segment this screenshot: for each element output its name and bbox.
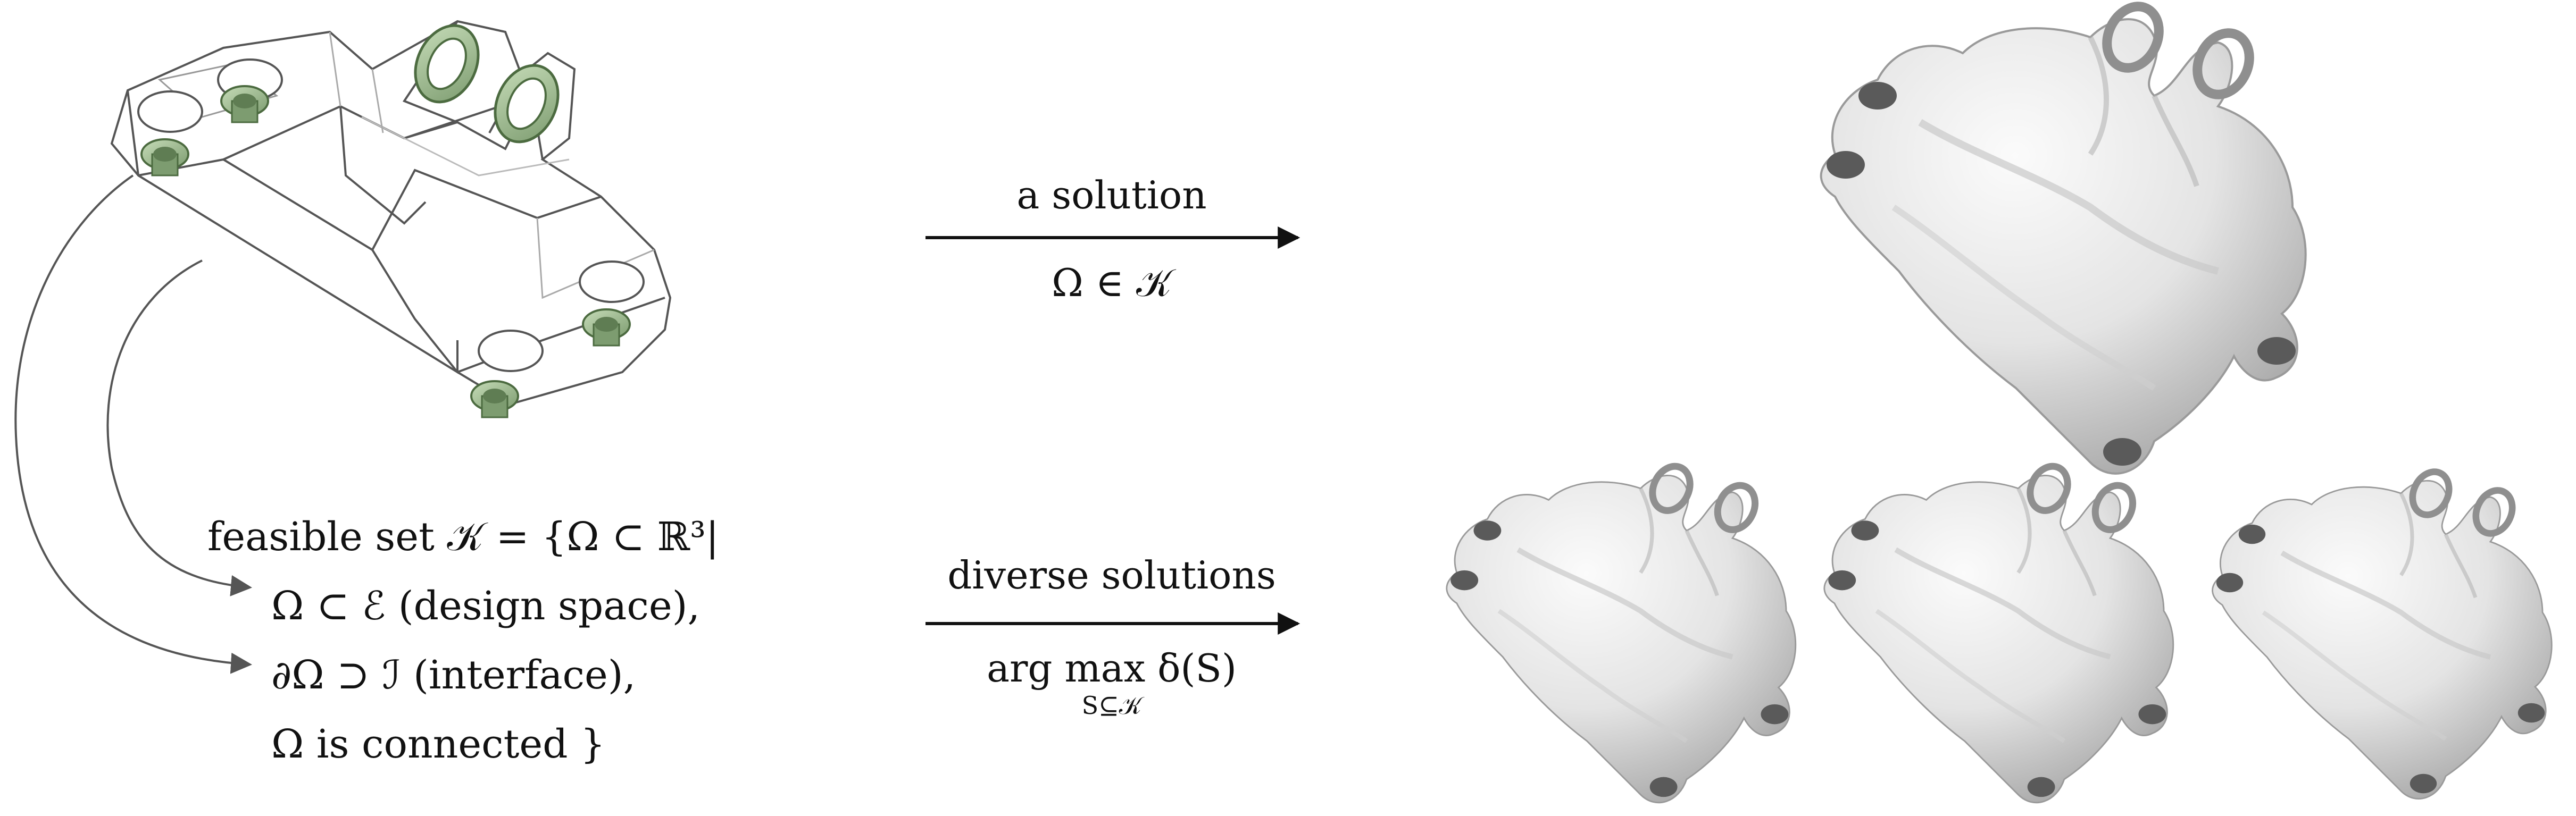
feasible-set-line-3: ∂Ω ⊃ ℐ (interface), [271,652,636,698]
top-arrow-sublabel: Ω ∈ 𝒦 [1052,260,1172,305]
feasible-set-line-4: Ω is connected } [271,721,606,767]
bottom-arrow-sublabel-subscript: S⊆𝒦 [1081,691,1142,720]
diverse-solution-mesh-2 [1824,460,2173,803]
top-arrow-label: a solution [1016,173,1207,217]
interface-bushing [140,138,189,176]
design-space-wireframe [110,20,672,418]
interface-bushing [470,380,519,418]
diverse-solution-mesh-3 [2213,466,2552,798]
bottom-arrow-label: diverse solutions [947,553,1276,598]
feasible-set-line-1: feasible set 𝒦 = {Ω ⊂ ℝ³| [207,514,719,560]
interface-lug-ring [494,64,560,144]
interface-bushing [582,308,631,347]
solution-mesh [1821,0,2306,474]
diverse-solution-mesh-1 [1447,460,1796,803]
pointer-arrow-interface [14,174,252,674]
feasible-set-line-2: Ω ⊂ ℰ (design space), [271,583,701,629]
interface-lug-ring [414,24,480,104]
bottom-arrow-sublabel: arg max δ(S) [987,646,1237,691]
pointer-arrow-design-space [106,259,252,596]
interface-bushing [220,85,269,123]
